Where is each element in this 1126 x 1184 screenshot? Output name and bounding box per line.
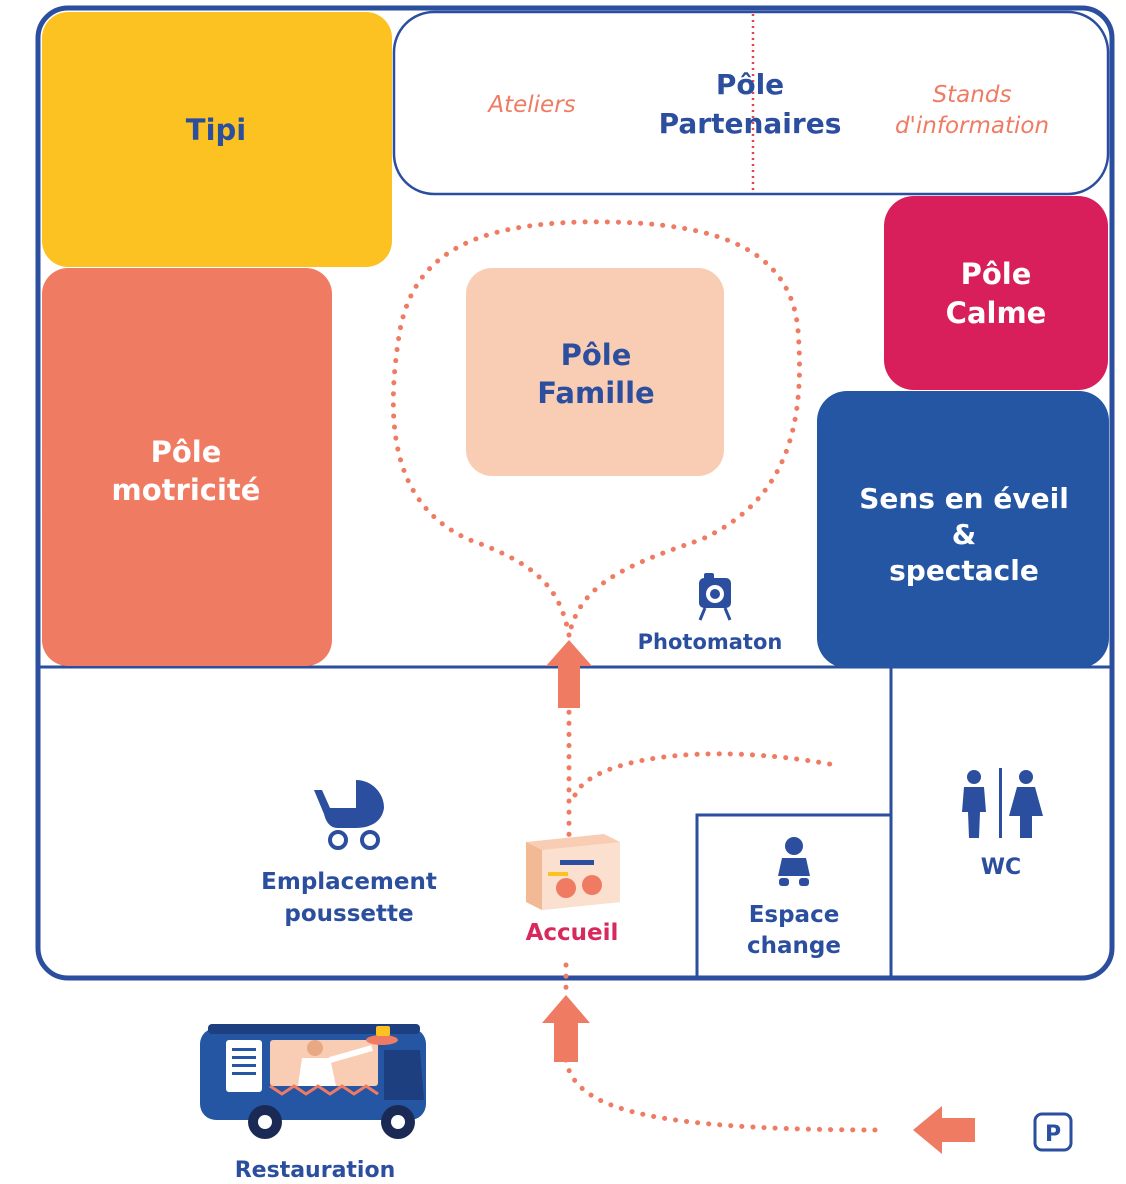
wc-label: WC bbox=[981, 855, 1021, 880]
restroom-icon bbox=[962, 768, 1043, 838]
zone-calme-line1: Pôle bbox=[961, 257, 1032, 291]
zone-calme[interactable]: Pôle Calme bbox=[884, 196, 1108, 390]
zone-partenaires[interactable]: Pôle Partenaires Ateliers Stands d'infor… bbox=[392, 10, 1110, 196]
stroller-icon bbox=[314, 780, 384, 850]
change-spot[interactable]: Espace change bbox=[747, 837, 841, 959]
stroller-spot[interactable]: Emplacement poussette bbox=[261, 780, 437, 927]
change-label-line1: Espace bbox=[749, 902, 840, 928]
zone-motricite[interactable]: Pôle motricité bbox=[42, 268, 332, 666]
baby-icon bbox=[778, 837, 810, 886]
poussette-label-line1: Emplacement bbox=[261, 869, 437, 895]
zone-famille-line2: Famille bbox=[537, 376, 654, 410]
accueil-spot[interactable]: Accueil bbox=[526, 834, 620, 946]
zone-motricite-line1: Pôle bbox=[151, 435, 222, 469]
zone-famille-line1: Pôle bbox=[561, 338, 632, 372]
zone-tipi[interactable]: Tipi bbox=[42, 12, 392, 267]
change-label-line2: change bbox=[747, 933, 841, 959]
building-outline bbox=[35, 5, 1115, 981]
zone-tipi-label: Tipi bbox=[186, 113, 246, 147]
restauration-label: Restauration bbox=[235, 1158, 396, 1183]
camera-icon bbox=[698, 573, 732, 621]
arrow-up-icon bbox=[546, 640, 592, 708]
zone-sens-line2: & bbox=[952, 518, 976, 551]
photomaton-spot[interactable]: Photomaton bbox=[638, 573, 783, 654]
zone-motricite-line2: motricité bbox=[112, 473, 261, 507]
partenaires-ateliers: Ateliers bbox=[486, 92, 575, 118]
parking-icon[interactable]: P bbox=[1033, 1112, 1073, 1152]
zone-calme-line2: Calme bbox=[946, 296, 1047, 330]
accueil-label: Accueil bbox=[526, 920, 619, 946]
divider-change bbox=[695, 813, 891, 976]
photomaton-label: Photomaton bbox=[638, 630, 783, 654]
zone-partenaires-line1: Pôle bbox=[716, 68, 784, 101]
parking-label: P bbox=[1045, 1122, 1061, 1147]
poussette-label-line2: poussette bbox=[284, 901, 413, 927]
zone-partenaires-line2: Partenaires bbox=[659, 107, 842, 140]
zone-sens-spectacle[interactable]: Sens en éveil & spectacle bbox=[817, 391, 1109, 668]
partenaires-stands-line2: d'information bbox=[895, 113, 1049, 139]
zone-sens-line3: spectacle bbox=[889, 554, 1039, 587]
zone-sens-line1: Sens en éveil bbox=[859, 482, 1069, 515]
partenaires-stands-line1: Stands bbox=[933, 82, 1012, 108]
restauration-spot[interactable]: Restauration bbox=[200, 1024, 426, 1183]
arrow-left-icon bbox=[913, 1106, 975, 1154]
food-truck-icon bbox=[200, 1024, 426, 1139]
wc-spot[interactable]: WC bbox=[962, 768, 1043, 880]
walking-path bbox=[390, 219, 888, 1133]
arrow-up-icon bbox=[542, 995, 590, 1062]
welcome-kit-box-icon bbox=[526, 834, 620, 910]
zone-famille[interactable]: Pôle Famille bbox=[466, 268, 724, 476]
